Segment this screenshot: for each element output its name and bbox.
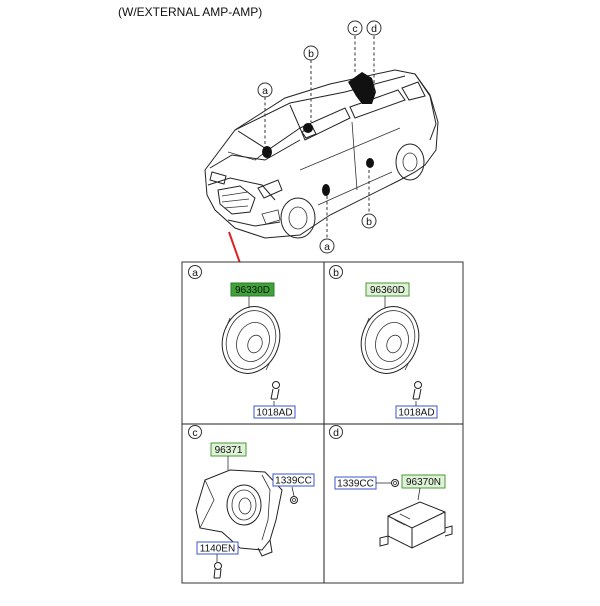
vehicle-illustration bbox=[204, 69, 439, 239]
speaker-icon bbox=[221, 306, 281, 374]
part-label-1018AD[interactable] bbox=[395, 405, 438, 419]
vehicle-callout-c: c bbox=[347, 20, 363, 36]
panel-d: d 1339CC 96370N bbox=[329, 425, 453, 549]
svg-text:1339CC: 1339CC bbox=[275, 476, 312, 487]
vehicle-callout-b-upper: b bbox=[303, 45, 319, 61]
nut-icon bbox=[290, 496, 298, 504]
svg-text:1018AD: 1018AD bbox=[256, 408, 292, 419]
svg-text:1018AD: 1018AD bbox=[398, 408, 434, 419]
vehicle-callout-a-upper: a bbox=[257, 82, 273, 98]
panel-d-letter: d bbox=[333, 427, 339, 439]
subwoofer-amp-location bbox=[348, 72, 376, 104]
vehicle-callout-b-lower: b bbox=[361, 213, 377, 229]
front-lower-speaker-location bbox=[322, 184, 330, 196]
rear-door-speaker-location bbox=[366, 158, 374, 168]
svg-text:a: a bbox=[324, 241, 330, 253]
part-label-96370N[interactable] bbox=[401, 474, 446, 489]
diagram-title: (W/EXTERNAL AMP-AMP) bbox=[118, 5, 262, 19]
svg-text:96370N: 96370N bbox=[406, 477, 441, 488]
panel-b: b 96360D 1018AD bbox=[329, 265, 438, 419]
part-label-1018AD[interactable] bbox=[253, 405, 296, 419]
vehicle-callout-a-lower: a bbox=[319, 238, 335, 254]
svg-text:a: a bbox=[262, 85, 268, 97]
svg-text:1140EN: 1140EN bbox=[200, 544, 235, 555]
panel-c-letter: c bbox=[192, 427, 197, 439]
svg-text:b: b bbox=[366, 216, 372, 228]
svg-text:96371: 96371 bbox=[215, 445, 243, 456]
panel-a: a 96330D 1018AD bbox=[188, 265, 296, 419]
nut-icon bbox=[391, 479, 399, 487]
svg-text:c: c bbox=[352, 23, 357, 35]
part-label-1339CC[interactable] bbox=[272, 473, 315, 487]
panel-b-letter: b bbox=[333, 267, 339, 279]
screw-icon bbox=[270, 381, 280, 400]
front-door-speaker-location bbox=[262, 146, 272, 158]
panel-grid bbox=[181, 261, 464, 584]
front-tweeter-location bbox=[303, 123, 313, 133]
speaker-icon bbox=[360, 306, 420, 374]
svg-text:96360D: 96360D bbox=[370, 285, 405, 296]
vehicle-callout-d: d bbox=[366, 20, 382, 36]
panel-c: c 96371 1339CC 1140EN bbox=[188, 425, 315, 579]
subwoofer-enclosure-icon bbox=[195, 469, 283, 557]
bolt-icon bbox=[213, 562, 222, 579]
part-label-1140EN[interactable] bbox=[196, 541, 239, 555]
amplifier-icon bbox=[379, 501, 453, 549]
svg-text:b: b bbox=[308, 48, 314, 60]
part-label-96360D[interactable] bbox=[365, 282, 410, 297]
part-label-96330D[interactable] bbox=[230, 282, 275, 297]
part-label-96371[interactable] bbox=[210, 442, 247, 457]
svg-text:96330D: 96330D bbox=[235, 285, 270, 296]
svg-text:d: d bbox=[371, 23, 377, 35]
panel-a-letter: a bbox=[192, 267, 198, 279]
screw-icon bbox=[412, 381, 422, 400]
svg-text:1339CC: 1339CC bbox=[337, 479, 374, 490]
